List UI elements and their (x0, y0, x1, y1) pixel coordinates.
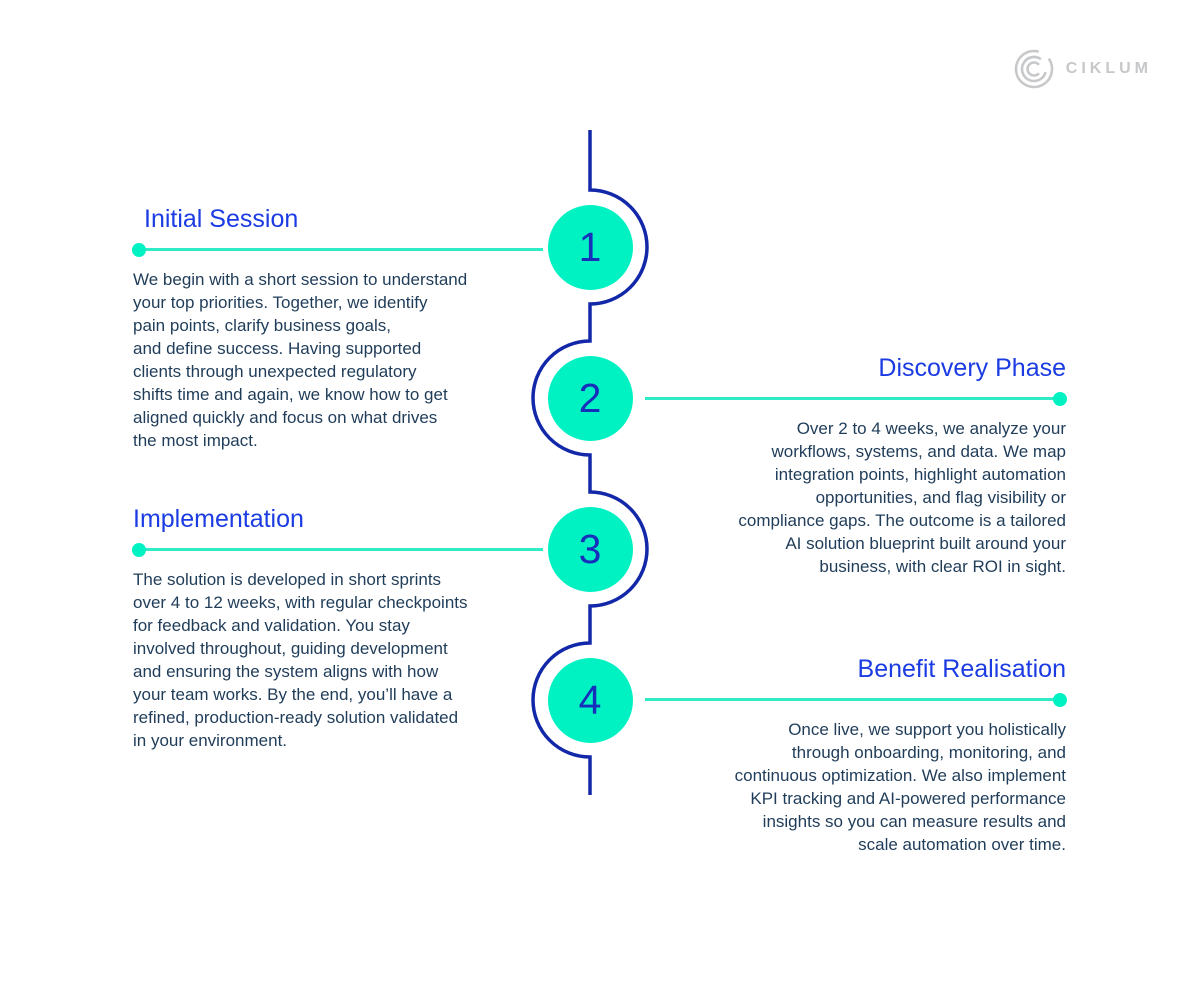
step-3-title: Implementation (133, 505, 304, 533)
step-3-connector-dot (132, 542, 146, 557)
ciklum-concentric-c-icon (1014, 49, 1054, 89)
step-4-description: Once live, we support you holistically t… (734, 720, 1066, 854)
step-2-title: Discovery Phase (878, 354, 1066, 382)
step-4-section: Benefit Realisation Once live, we suppor… (645, 653, 1067, 856)
step-2-connector-dot (1053, 391, 1067, 406)
step-4-title: Benefit Realisation (857, 655, 1066, 683)
ciklum-logo: CIKLUM (1011, 46, 1152, 92)
step-2-description: Over 2 to 4 weeks, we analyze your workf… (738, 419, 1066, 576)
step-1-number-badge: 1 (547, 204, 633, 290)
step-2-number-badge: 2 (547, 355, 633, 441)
step-1-section: Initial Session We begin with a short se… (132, 203, 543, 452)
step-2-section: Discovery Phase Over 2 to 4 weeks, we an… (645, 352, 1067, 578)
step-4-connector-line (645, 692, 1067, 707)
brand-name: CIKLUM (1065, 60, 1152, 77)
step-1-connector-dot (132, 242, 146, 257)
step-2-connector-line (645, 391, 1067, 406)
step-1-title: Initial Session (144, 205, 299, 233)
step-3-section: Implementation The solution is developed… (132, 503, 543, 752)
step-4-connector-dot (1053, 692, 1067, 707)
step-1-connector-line (132, 242, 543, 257)
step-3-number-badge: 3 (547, 506, 633, 592)
step-3-description: The solution is developed in short sprin… (133, 570, 468, 750)
step-4-number-badge: 4 (547, 657, 633, 743)
step-1-description: We begin with a short session to underst… (133, 270, 468, 450)
step-3-connector-line (132, 542, 543, 557)
